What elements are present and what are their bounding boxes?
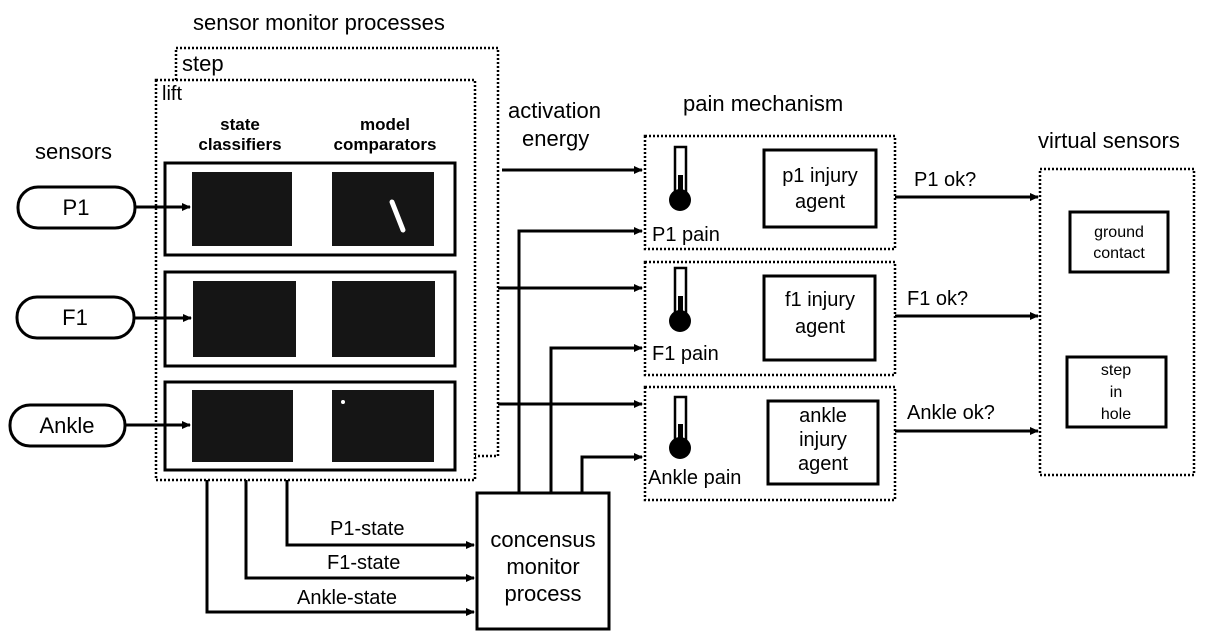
- thermometer-icon: [669, 395, 691, 459]
- virtual-sensor-step-in-hole-line1: step: [1101, 362, 1131, 379]
- virtual-sensor-ground-contact-line2: contact: [1093, 245, 1145, 262]
- virtual-sensors-label: virtual sensors: [1038, 128, 1180, 153]
- arrow-consensus-to-f1-pain: [549, 344, 643, 493]
- title-sensor-monitor-processes: sensor monitor processes: [193, 10, 445, 35]
- state-label-ankle: Ankle-state: [297, 587, 397, 609]
- lift-label: lift: [162, 83, 182, 105]
- injury-agent-box-ankle: [766, 399, 880, 486]
- pain-unit-p1: P1 pain p1 injury agent: [643, 134, 897, 251]
- injury-agent-ankle-line3: agent: [798, 453, 848, 475]
- sensor-f1-label: F1: [62, 305, 88, 330]
- arrow-consensus-to-ankle-pain: [580, 453, 643, 493]
- sensor-ankle-label: Ankle: [39, 413, 94, 438]
- col-model-line1: model: [360, 115, 410, 134]
- state-classifier-panel: [192, 172, 292, 246]
- model-comparator-panel: [332, 390, 434, 462]
- injury-agent-box-p1: [762, 148, 878, 229]
- model-comparator-panel: [332, 172, 434, 246]
- col-state-line1: state: [220, 115, 260, 134]
- state-label-p1: P1-state: [330, 518, 404, 540]
- activation-energy-line1: activation: [508, 98, 601, 123]
- state-label-f1: F1-state: [327, 552, 400, 574]
- arrow-p1-state: [285, 480, 475, 549]
- monitor-row-ankle: [163, 380, 457, 472]
- monitor-row-f1: [163, 270, 457, 368]
- sensor-p1-label: P1: [63, 195, 90, 220]
- pain-unit-ankle: ankle injury agent Ankle pain: [643, 385, 897, 502]
- consensus-line1: concensus: [490, 527, 595, 552]
- ok-label-ankle: Ankle ok?: [907, 402, 995, 424]
- injury-agent-f1-line1: f1 injury: [785, 289, 855, 311]
- arrow-consensus-to-p1-pain: [517, 227, 643, 493]
- arrow-f1-state: [244, 480, 475, 582]
- sensor-f1: F1: [15, 295, 136, 340]
- virtual-sensor-step-in-hole-line2: in: [1110, 384, 1122, 401]
- injury-agent-box-f1: [762, 274, 877, 362]
- injury-agent-ankle-line1: ankle: [799, 405, 847, 427]
- virtual-sensor-ground-contact-line1: ground: [1094, 224, 1144, 241]
- ok-label-p1: P1 ok?: [914, 169, 976, 191]
- col-model-line2: comparators: [334, 135, 437, 154]
- thermometer-icon: [669, 266, 691, 332]
- pain-unit-f1: F1 pain f1 injury agent: [643, 260, 897, 377]
- sensor-ankle: Ankle: [8, 403, 127, 448]
- activation-energy-line2: energy: [522, 126, 589, 151]
- sensors-label: sensors: [35, 139, 112, 164]
- state-classifier-panel: [193, 281, 296, 357]
- consensus-line3: process: [504, 581, 581, 606]
- model-comparator-panel: [332, 281, 435, 357]
- injury-agent-p1-line2: agent: [795, 191, 845, 213]
- thermometer-icon: [669, 145, 691, 211]
- virtual-sensor-step-in-hole: step in hole: [1065, 355, 1168, 429]
- injury-agent-ankle-line2: injury: [799, 429, 847, 451]
- virtual-sensor-step-in-hole-line3: hole: [1101, 406, 1131, 423]
- injury-agent-p1-line1: p1 injury: [782, 165, 858, 187]
- pain-label-f1: F1 pain: [652, 343, 719, 365]
- sensor-p1: P1: [16, 185, 137, 230]
- monitor-row-p1: [163, 161, 457, 257]
- consensus-monitor-box: [475, 491, 611, 631]
- virtual-sensor-ground-contact: ground contact: [1068, 210, 1170, 274]
- arrow-ankle-state: [205, 480, 475, 616]
- state-classifier-panel: [192, 390, 293, 462]
- pain-label-p1: P1 pain: [652, 224, 720, 246]
- pain-label-ankle: Ankle pain: [648, 467, 741, 489]
- consensus-line2: monitor: [506, 554, 579, 579]
- pain-mechanism-label: pain mechanism: [683, 91, 843, 116]
- ok-label-f1: F1 ok?: [907, 288, 968, 310]
- injury-agent-f1-line2: agent: [795, 316, 845, 338]
- col-state-line2: classifiers: [198, 135, 281, 154]
- step-label: step: [182, 51, 224, 76]
